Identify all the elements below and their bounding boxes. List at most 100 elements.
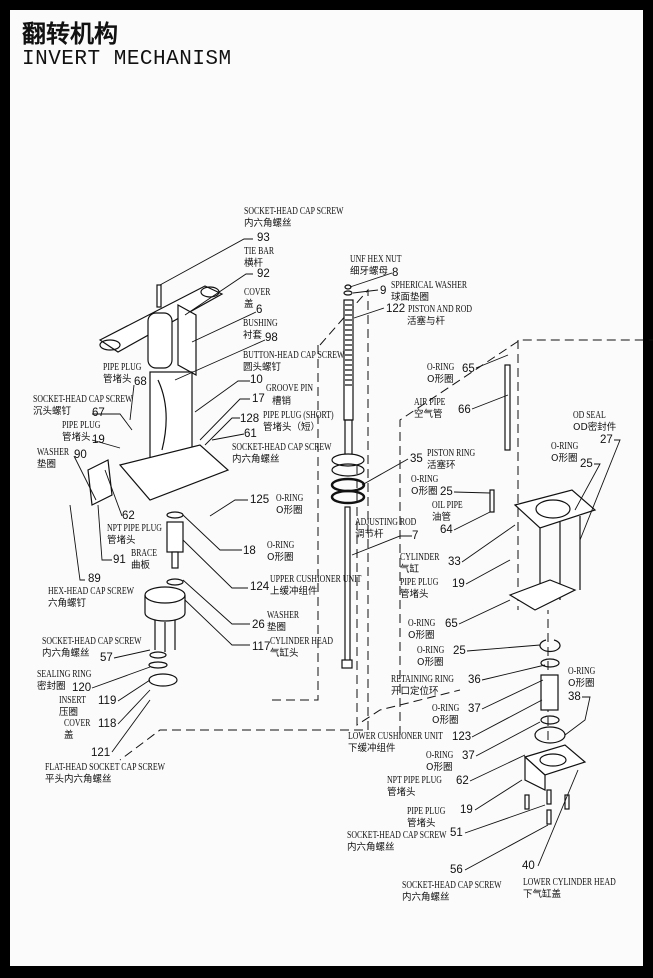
part-name-english: WASHER <box>267 610 300 621</box>
part-number: 123 <box>452 731 472 743</box>
part-name-chinese: O形圈 <box>427 374 454 385</box>
part-number: 91 <box>113 554 126 566</box>
adjusting-rod <box>341 506 353 669</box>
part-name-chinese: 活塞环 <box>427 460 456 471</box>
part-name-chinese: O形圈 <box>408 630 435 641</box>
part-name-english: CYLINDER HEAD <box>270 636 334 647</box>
part-name-chinese: 槽销 <box>272 396 292 407</box>
part-name-english: HEX-HEAD CAP SCREW <box>48 586 134 597</box>
part-name-chinese: 垫圈 <box>37 459 57 470</box>
part-name-chinese: 细牙螺母 <box>350 266 389 277</box>
part-number: 8 <box>392 267 399 279</box>
part-name-english: O-RING <box>417 645 445 656</box>
part-name-chinese: 管堵头 <box>387 787 416 798</box>
part-name-english: SOCKET-HEAD CAP SCREW <box>33 394 133 405</box>
part-number: 25 <box>440 486 453 498</box>
part-number: 25 <box>580 458 593 470</box>
part-name-english: SOCKET-HEAD CAP SCREW <box>402 880 502 891</box>
part-name-chinese: 开口定位环 <box>391 686 439 697</box>
screw-93 <box>156 284 162 308</box>
part-name-chinese: 管堵头 <box>407 818 436 829</box>
part-number: 19 <box>452 578 465 590</box>
part-name-english: PIPE PLUG (SHORT) <box>263 410 334 421</box>
part-name-chinese: 衬套 <box>243 330 263 341</box>
part-name-chinese: 盖 <box>244 299 254 310</box>
part-name-english: SOCKET-HEAD CAP SCREW <box>347 830 447 841</box>
diagram-sheet <box>10 10 643 966</box>
part-number: 119 <box>98 695 117 707</box>
part-number: 121 <box>91 747 111 759</box>
part-name-chinese: O形圈 <box>568 678 595 689</box>
part-name-chinese: O形圈 <box>426 762 453 773</box>
lower-cushioner-unit <box>534 639 566 744</box>
part-name-chinese: 内六角螺丝 <box>244 218 292 229</box>
part-name-english: SPHERICAL WASHER <box>391 280 468 291</box>
part-number: 89 <box>88 573 101 585</box>
part-name-chinese: 圆头螺钉 <box>243 362 282 373</box>
part-number: 68 <box>134 376 147 388</box>
part-number: 66 <box>458 404 471 416</box>
part-name-english: O-RING <box>551 441 579 452</box>
part-name-english: RETAINING RING <box>391 674 454 685</box>
part-number: 19 <box>460 804 473 816</box>
part-name-chinese: 上缓冲组件 <box>270 586 318 597</box>
part-number: 25 <box>453 645 466 657</box>
part-name-chinese: 内六角螺丝 <box>402 892 450 903</box>
part-name-chinese: 盖 <box>64 730 74 741</box>
part-number: 51 <box>450 827 463 839</box>
part-number: 124 <box>250 581 270 593</box>
part-name-chinese: O形圈 <box>432 715 459 726</box>
part-name-chinese: 气缸 <box>400 564 420 575</box>
part-name-chinese: 下气缸盖 <box>523 889 562 900</box>
part-name-chinese: 管堵头 <box>400 589 429 600</box>
oil-pipe <box>489 489 495 513</box>
part-name-english: O-RING <box>427 362 455 373</box>
part-name-chinese: 压圈 <box>59 707 79 718</box>
part-name-english: COVER <box>244 287 271 298</box>
part-name-chinese: O形圈 <box>411 486 438 497</box>
part-number: 40 <box>522 860 535 872</box>
part-name-english: OIL PIPE <box>432 500 463 511</box>
part-name-english: PIPE PLUG <box>400 577 439 588</box>
part-number: 7 <box>412 530 419 542</box>
part-number: 90 <box>74 449 87 461</box>
air-pipe <box>504 364 511 451</box>
part-name-english: O-RING <box>276 493 304 504</box>
part-name-english: PIPE PLUG <box>62 420 101 431</box>
upper-body <box>118 371 230 501</box>
part-name-english: BRACE <box>131 548 158 559</box>
part-name-english: PIPE PLUG <box>407 806 446 817</box>
part-number: 92 <box>257 268 270 280</box>
part-number: 33 <box>448 556 461 568</box>
part-number: 120 <box>72 682 92 694</box>
part-name-english: NPT PIPE PLUG <box>387 775 442 786</box>
part-number: 62 <box>122 510 135 522</box>
part-name-chinese: 管堵头 <box>103 374 132 385</box>
part-name-chinese: 内六角螺丝 <box>232 454 280 465</box>
part-name-english: SOCKET-HEAD CAP SCREW <box>244 206 344 217</box>
part-name-english: O-RING <box>426 750 454 761</box>
part-name-english: SOCKET-HEAD CAP SCREW <box>42 636 142 647</box>
part-name-english: COVER <box>64 718 91 729</box>
part-name-chinese: O形圈 <box>417 657 444 668</box>
part-number: 125 <box>250 494 270 506</box>
part-name-chinese: 下缓冲组件 <box>348 743 396 754</box>
bushing-cover <box>147 303 197 377</box>
part-name-chinese: 管堵头 <box>62 432 91 443</box>
part-name-chinese: 横杆 <box>244 258 264 269</box>
part-name-chinese: O形圈 <box>276 505 303 516</box>
part-number: 27 <box>600 434 613 446</box>
part-name-chinese: 活塞与杆 <box>407 316 446 327</box>
part-name-english: LOWER CYLINDER HEAD <box>523 877 616 888</box>
cylinder-head <box>144 586 186 687</box>
part-name-chinese: 调节杆 <box>355 529 384 540</box>
part-number: 6 <box>256 304 263 316</box>
part-name-chinese: 密封圈 <box>37 681 66 692</box>
part-name-english: WASHER <box>37 447 70 458</box>
part-name-english: FLAT-HEAD SOCKET CAP SCREW <box>45 762 165 773</box>
part-name-english: PISTON RING <box>427 448 476 459</box>
part-number: 98 <box>265 332 278 344</box>
part-name-english: CYLINDER <box>400 552 440 563</box>
part-name-chinese: 球面垫圈 <box>391 292 430 303</box>
